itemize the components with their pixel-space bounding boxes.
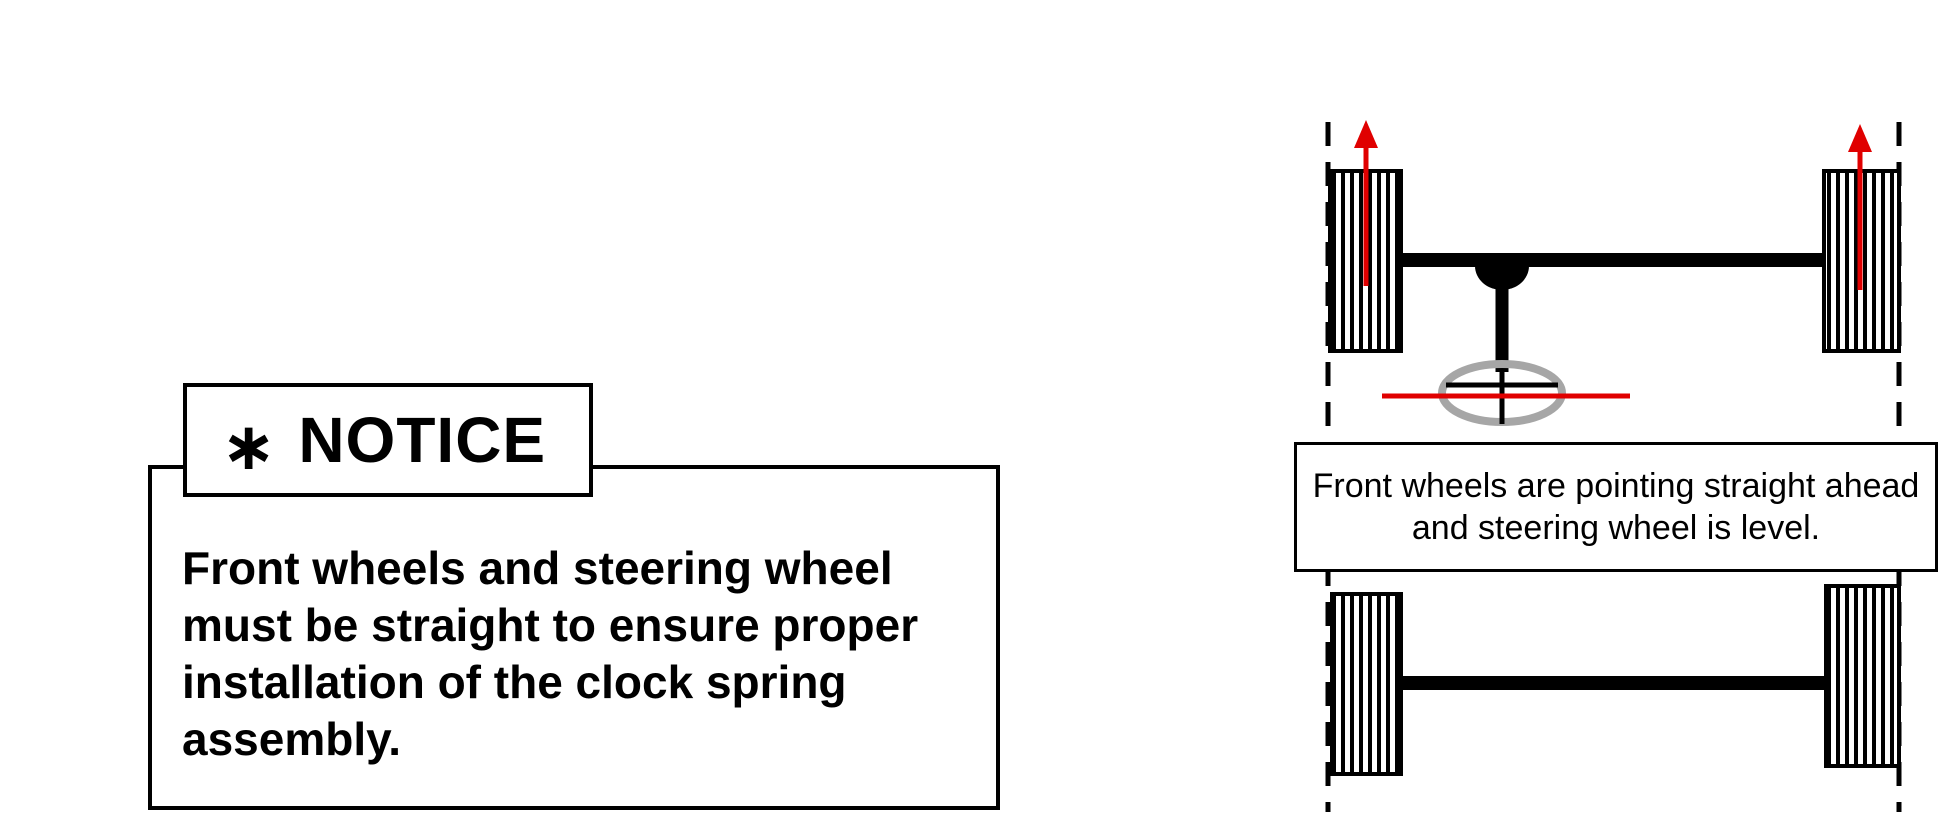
- front-left-arrowhead: [1354, 120, 1378, 148]
- diagram-caption: Front wheels are pointing straight ahead…: [1312, 467, 1920, 547]
- notice-text: Front wheels and steering wheel must be …: [182, 542, 919, 765]
- rear-left-wheel: [1330, 592, 1403, 776]
- notice-panel: [148, 465, 1000, 810]
- notice-title: NOTICE: [298, 404, 547, 476]
- rear-right-wheel: [1824, 584, 1901, 768]
- front-right-arrowhead: [1848, 124, 1872, 152]
- diagram-caption-box: Front wheels are pointing straight ahead…: [1294, 442, 1938, 572]
- notice-header: ∗ NOTICE: [183, 383, 593, 497]
- asterisk-icon: ∗: [221, 409, 277, 483]
